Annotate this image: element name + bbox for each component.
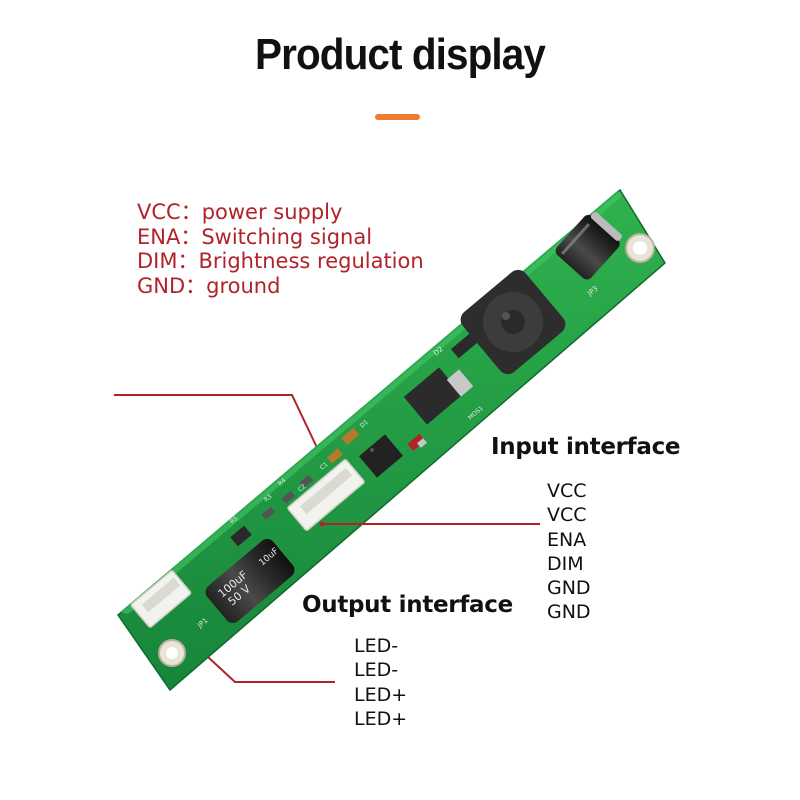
mosfet: [403, 367, 474, 425]
input-pin: GND: [547, 601, 591, 624]
input-pin: VCC: [547, 504, 587, 527]
page-title: Product display: [255, 30, 546, 79]
silkscreen-r4: R4: [277, 477, 288, 488]
pin-legend: VCC：power supply ENA：Switching signal DI…: [137, 200, 424, 298]
input-interface-heading: Input interface: [491, 434, 681, 460]
output-connector: [130, 570, 192, 628]
legend-vcc: VCC：power supply: [137, 200, 343, 224]
input-pin-list: VCC VCC ENA DIM GND GND: [547, 479, 591, 625]
silkscreen-r5: R5: [229, 515, 240, 526]
input-pin: DIM: [547, 552, 584, 575]
controller-ic: [358, 434, 404, 478]
electrolytic-capacitor-large: 100uF 50 V 10uF: [205, 539, 295, 623]
silkscreen-d1: D1: [359, 419, 370, 430]
legend-gnd: GND：ground: [137, 273, 281, 298]
power-inductor: [460, 269, 566, 375]
output-pin: LED-: [354, 659, 399, 682]
output-pin-list: LED- LED- LED+ LED+: [354, 634, 407, 731]
legend-dim: DIM：Brightness regulation: [137, 249, 424, 273]
output-pin: LED-: [354, 635, 399, 657]
output-pin: LED+: [354, 683, 408, 706]
title-accent-bar: [375, 114, 420, 120]
legend-ena: ENA：Switching signal: [137, 224, 373, 249]
input-connector: [287, 459, 365, 531]
silkscreen-r3: R3: [263, 493, 274, 504]
output-pin: LED+: [354, 707, 408, 730]
smd-components: [230, 427, 360, 547]
electrolytic-capacitor-small: [555, 211, 622, 280]
diode-d2: [450, 333, 478, 359]
input-pin: ENA: [547, 528, 587, 551]
input-pin: VCC: [547, 480, 587, 502]
silkscreen-c1: C1: [319, 461, 330, 472]
resistor-red: [407, 433, 426, 451]
output-interface-heading: Output interface: [302, 592, 513, 618]
silkscreen-c2: C2: [297, 483, 308, 494]
input-pin: GND: [547, 577, 591, 600]
